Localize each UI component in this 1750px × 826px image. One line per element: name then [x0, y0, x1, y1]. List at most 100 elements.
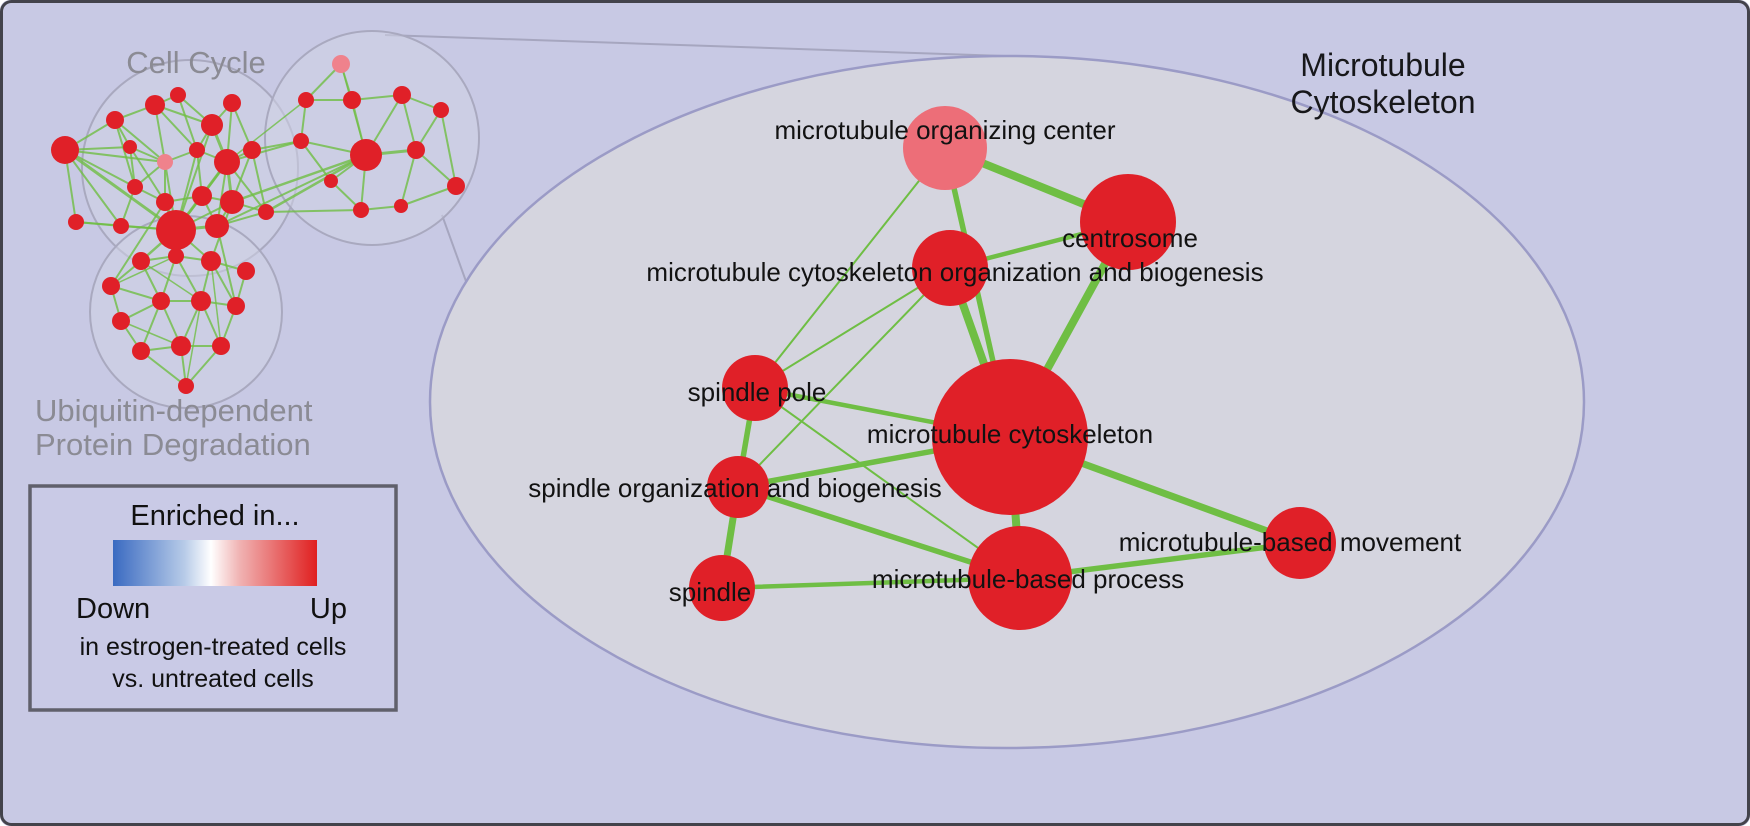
overview-edge [251, 149, 267, 213]
legend-title: Enriched in... [130, 500, 299, 532]
overview-edge [265, 153, 367, 214]
overview-node[interactable] [293, 133, 309, 149]
overview-node[interactable] [132, 252, 150, 270]
overview-node[interactable] [127, 179, 143, 195]
node-label-moc: microtubule organizing center [774, 115, 1115, 145]
node-mbm[interactable] [1264, 507, 1336, 579]
overview-node[interactable] [212, 337, 230, 355]
overview-edge [216, 154, 367, 227]
overview-node[interactable] [220, 190, 244, 214]
overview-edge [140, 350, 187, 387]
overview-edge [110, 201, 166, 287]
detail-nodes [689, 106, 1336, 630]
page-title-line1: Microtubule [1300, 47, 1465, 83]
overview-node[interactable] [102, 277, 120, 295]
overview-node[interactable] [243, 141, 261, 159]
node-label-sp: spindle pole [688, 377, 827, 407]
overview-node[interactable] [192, 186, 212, 206]
legend-caption-line1: in estrogen-treated cells [80, 633, 347, 661]
overview-node[interactable] [191, 291, 211, 311]
overview-node[interactable] [201, 251, 221, 271]
overview-edge [64, 149, 166, 163]
overview-edge [154, 104, 198, 151]
overview-node[interactable] [205, 214, 229, 238]
overview-node[interactable] [343, 91, 361, 109]
overview-edge [400, 149, 417, 207]
overview-node[interactable] [324, 174, 338, 188]
overview-edge [120, 320, 182, 347]
overview-edge [231, 153, 367, 204]
overview-node[interactable] [298, 92, 314, 108]
overview-node[interactable] [171, 336, 191, 356]
node-mbp[interactable] [968, 526, 1072, 630]
overview-node[interactable] [152, 292, 170, 310]
node-sp[interactable] [722, 355, 788, 421]
node-mc[interactable] [932, 359, 1088, 515]
overview-node[interactable] [112, 312, 130, 330]
edge-sp-mbp [754, 387, 1021, 579]
overview-node[interactable] [201, 114, 223, 136]
overview-node[interactable] [156, 193, 174, 211]
overview-node[interactable] [178, 378, 194, 394]
legend: Enriched in... Down Up in estrogen-treat… [28, 484, 398, 712]
edge-moc-sp [754, 147, 946, 389]
overview-node[interactable] [393, 86, 411, 104]
node-label-mbm: microtubule-based movement [1119, 527, 1462, 557]
overview-node[interactable] [170, 87, 186, 103]
overview-nodes [51, 55, 465, 394]
overview-node[interactable] [223, 94, 241, 112]
legend-down-label: Down [76, 593, 150, 625]
overview-edge [110, 255, 177, 287]
overview-node[interactable] [106, 111, 124, 129]
overview-node[interactable] [407, 141, 425, 159]
overview-node[interactable] [332, 55, 350, 73]
overview-node[interactable] [157, 154, 173, 170]
overview-node[interactable] [132, 342, 150, 360]
overview-node[interactable] [433, 102, 449, 118]
overview-node[interactable] [258, 204, 274, 220]
cluster-circle-microtubule-cytoskeleton [264, 30, 480, 246]
overview-node[interactable] [113, 218, 129, 234]
overview-node[interactable] [394, 199, 408, 213]
overview-node[interactable] [123, 140, 137, 154]
node-label-cen: centrosome [1062, 223, 1198, 253]
overview-node[interactable] [214, 149, 240, 175]
overview-edge [114, 119, 166, 163]
overview-node[interactable] [156, 210, 196, 250]
overview-node[interactable] [350, 139, 382, 171]
cluster-label-ubiquitin-line2: Protein Degradation [35, 427, 311, 462]
overview-node[interactable] [353, 202, 369, 218]
overview-node[interactable] [447, 177, 465, 195]
overview-node[interactable] [51, 136, 79, 164]
node-sob[interactable] [707, 456, 769, 518]
overview-edge [400, 185, 457, 207]
overview-edge [140, 260, 202, 302]
node-mcob[interactable] [912, 230, 988, 306]
node-label-spi: spindle [669, 577, 751, 607]
overview-node[interactable] [168, 248, 184, 264]
overview-edge [114, 119, 136, 188]
node-moc[interactable] [903, 106, 987, 190]
cluster-label-ubiquitin-line1: Ubiquitin-dependent [35, 393, 313, 428]
overview-edge [226, 99, 307, 163]
overview-node[interactable] [189, 142, 205, 158]
legend-gradient-bar [113, 540, 317, 586]
overview-edge [440, 109, 457, 187]
node-spi[interactable] [689, 555, 755, 621]
node-label-mcob: microtubule cytoskeleton organization an… [646, 257, 1263, 287]
node-cen[interactable] [1080, 174, 1176, 270]
overview-node[interactable] [227, 297, 245, 315]
node-label-mc: microtubule cytoskeleton [867, 419, 1153, 449]
overview-node[interactable] [237, 262, 255, 280]
overview-edge [185, 300, 202, 387]
overview-node[interactable] [68, 214, 84, 230]
overview-edge [64, 148, 177, 232]
zoom-guide-line-top [384, 34, 1006, 57]
overview-edge [216, 225, 237, 307]
detail-node-labels: microtubule organizing center centrosome m… [528, 115, 1462, 607]
overview-node[interactable] [145, 95, 165, 115]
legend-caption-line2: vs. untreated cells [112, 665, 314, 693]
overview-edge [177, 94, 198, 151]
edge-mcob-sp [754, 267, 951, 389]
